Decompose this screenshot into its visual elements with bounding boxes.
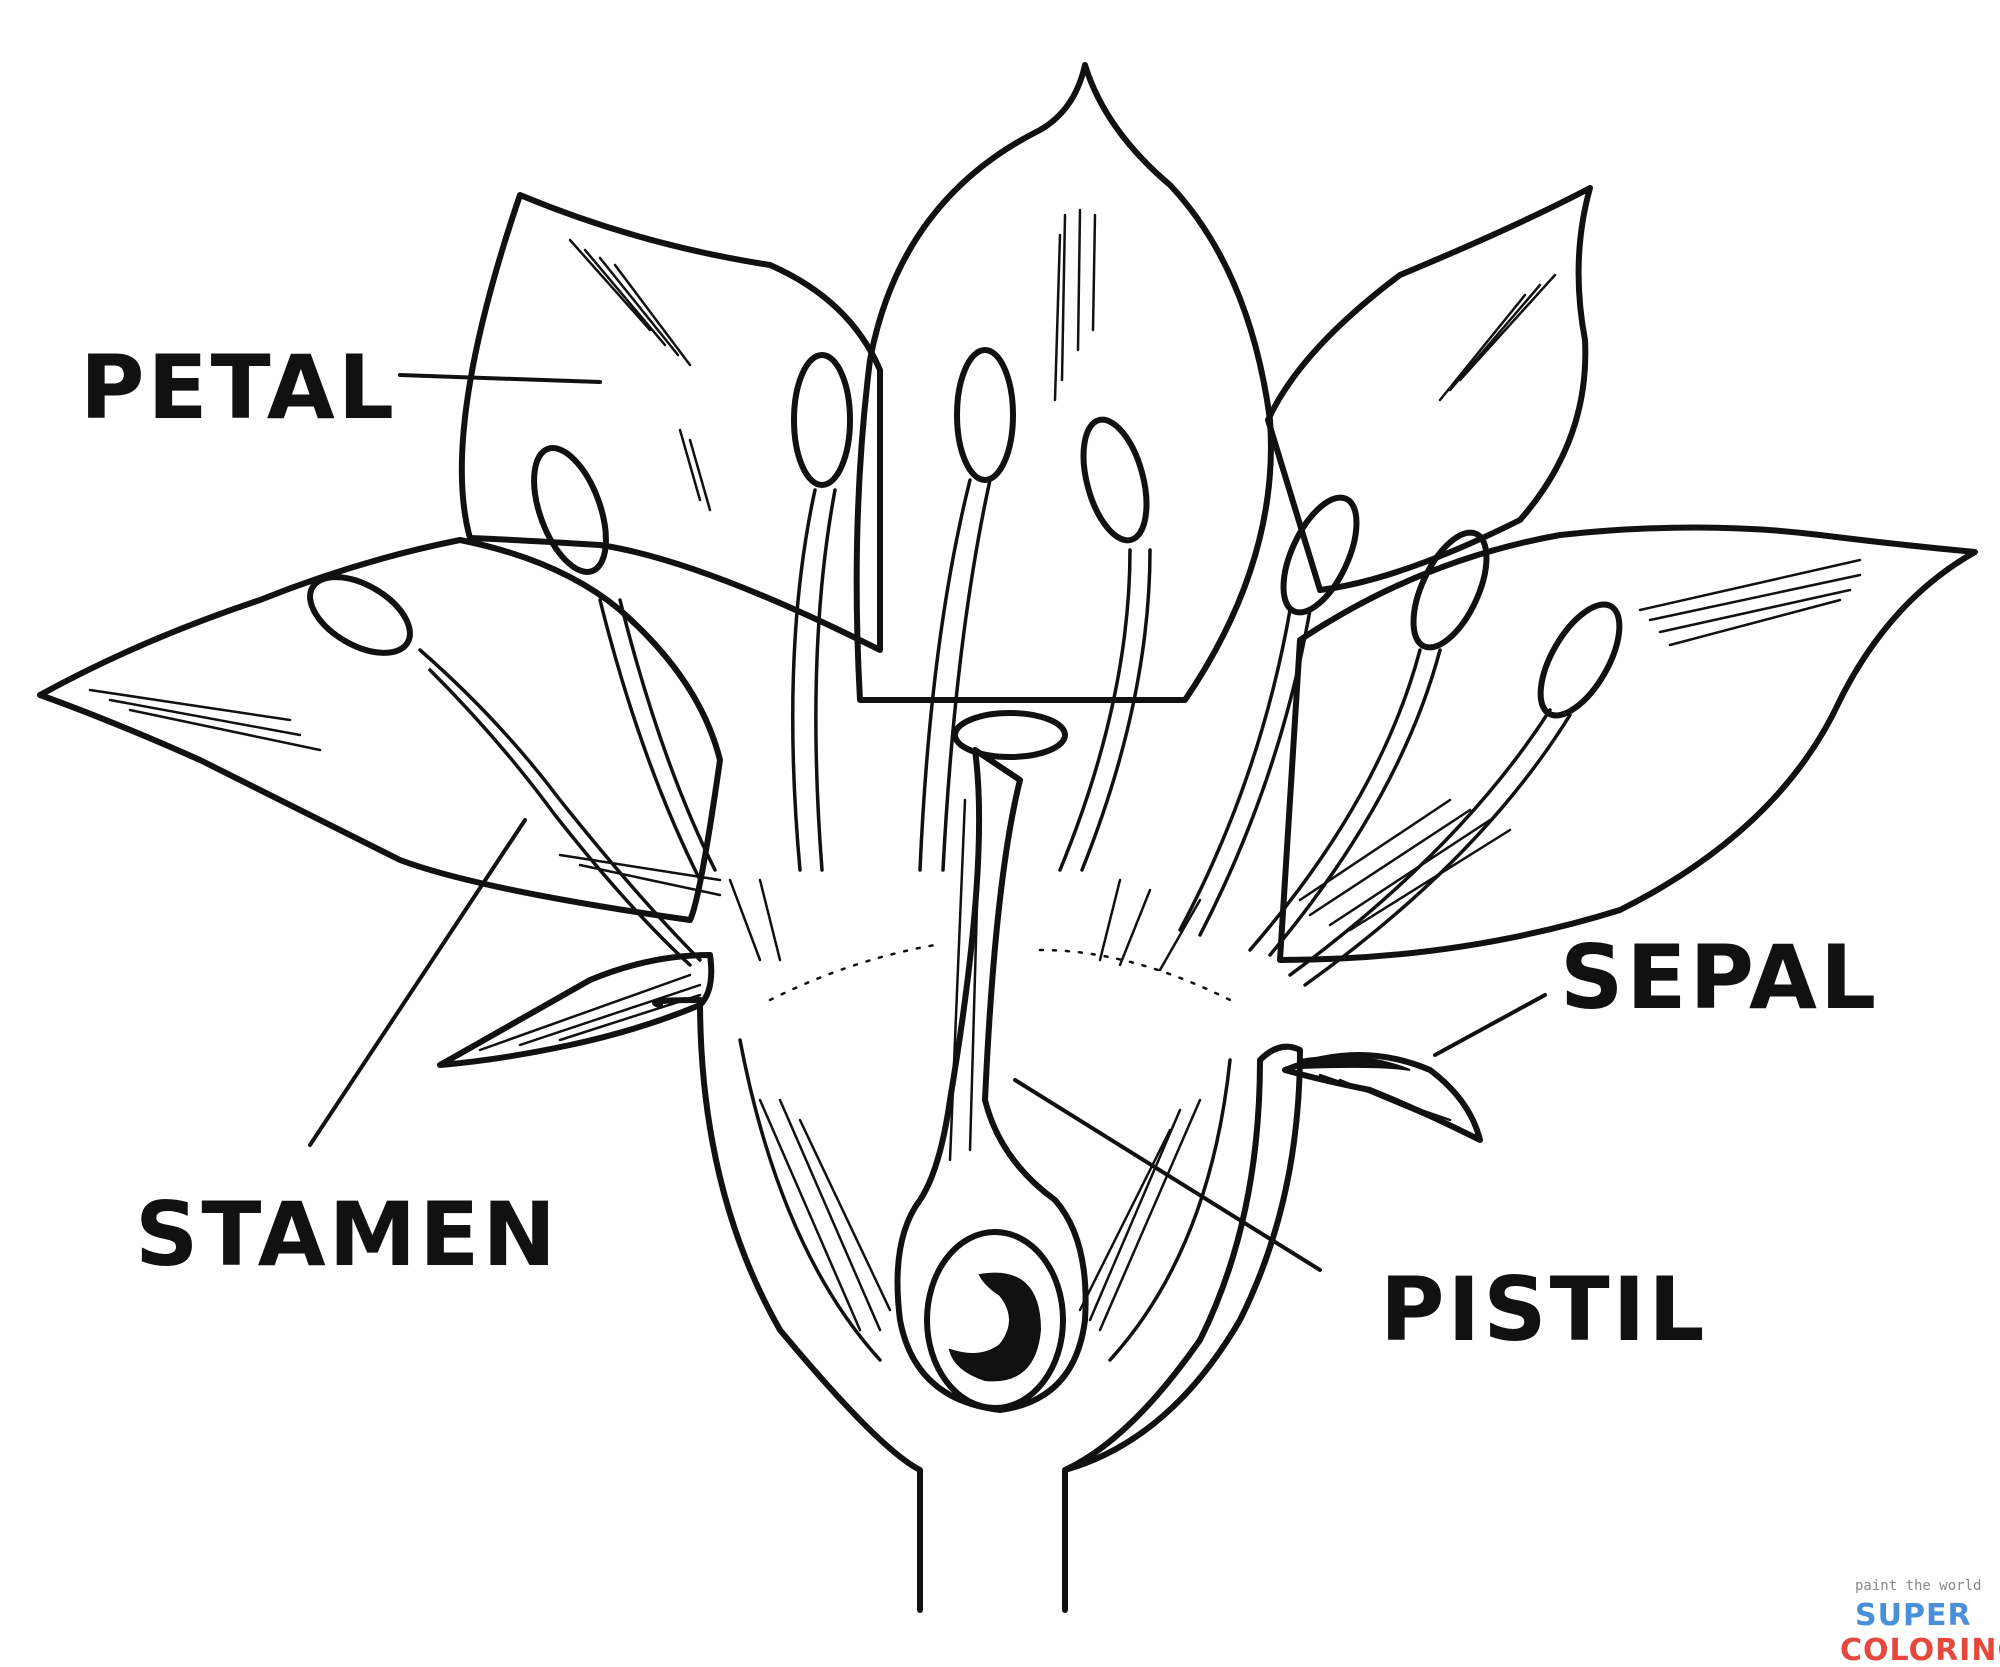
petal-top-center: [857, 65, 1271, 700]
sepal-label: SEPAL: [1560, 926, 1879, 1029]
petal-hatching: [90, 210, 1860, 930]
stamen-6: [1180, 487, 1372, 935]
stamen-1: [297, 562, 700, 965]
stamen-7: [1250, 522, 1502, 955]
stamen-label: STAMEN: [135, 1183, 559, 1286]
petal-upper-left: [462, 195, 880, 650]
stamen-2: [520, 439, 715, 880]
stamen-5: [1060, 413, 1158, 870]
petal-leader: [400, 375, 600, 382]
watermark-word-super: SUPER: [1855, 1598, 1972, 1633]
watermark-word-coloring: COLORING: [1840, 1633, 2000, 1667]
watermark-tagline: paint the world: [1855, 1578, 1981, 1594]
pistil-leader: [1015, 1080, 1320, 1270]
pistil-label: PISTIL: [1380, 1258, 1707, 1361]
ovule: [950, 1274, 1040, 1381]
stamen-4: [920, 350, 1013, 870]
leader-lines: [310, 375, 1545, 1270]
petal-label: PETAL: [80, 336, 397, 439]
petal-upper-right: [1268, 188, 1590, 590]
ovary: [927, 1232, 1063, 1408]
petal-far-right: [1280, 528, 1975, 961]
sepal-leader: [1435, 995, 1545, 1055]
pistil: [898, 713, 1086, 1410]
stigma: [955, 713, 1065, 757]
receptacle: [655, 945, 1300, 1610]
watermark-logo: paint the world SUPER COLORING: [1840, 1578, 2000, 1667]
